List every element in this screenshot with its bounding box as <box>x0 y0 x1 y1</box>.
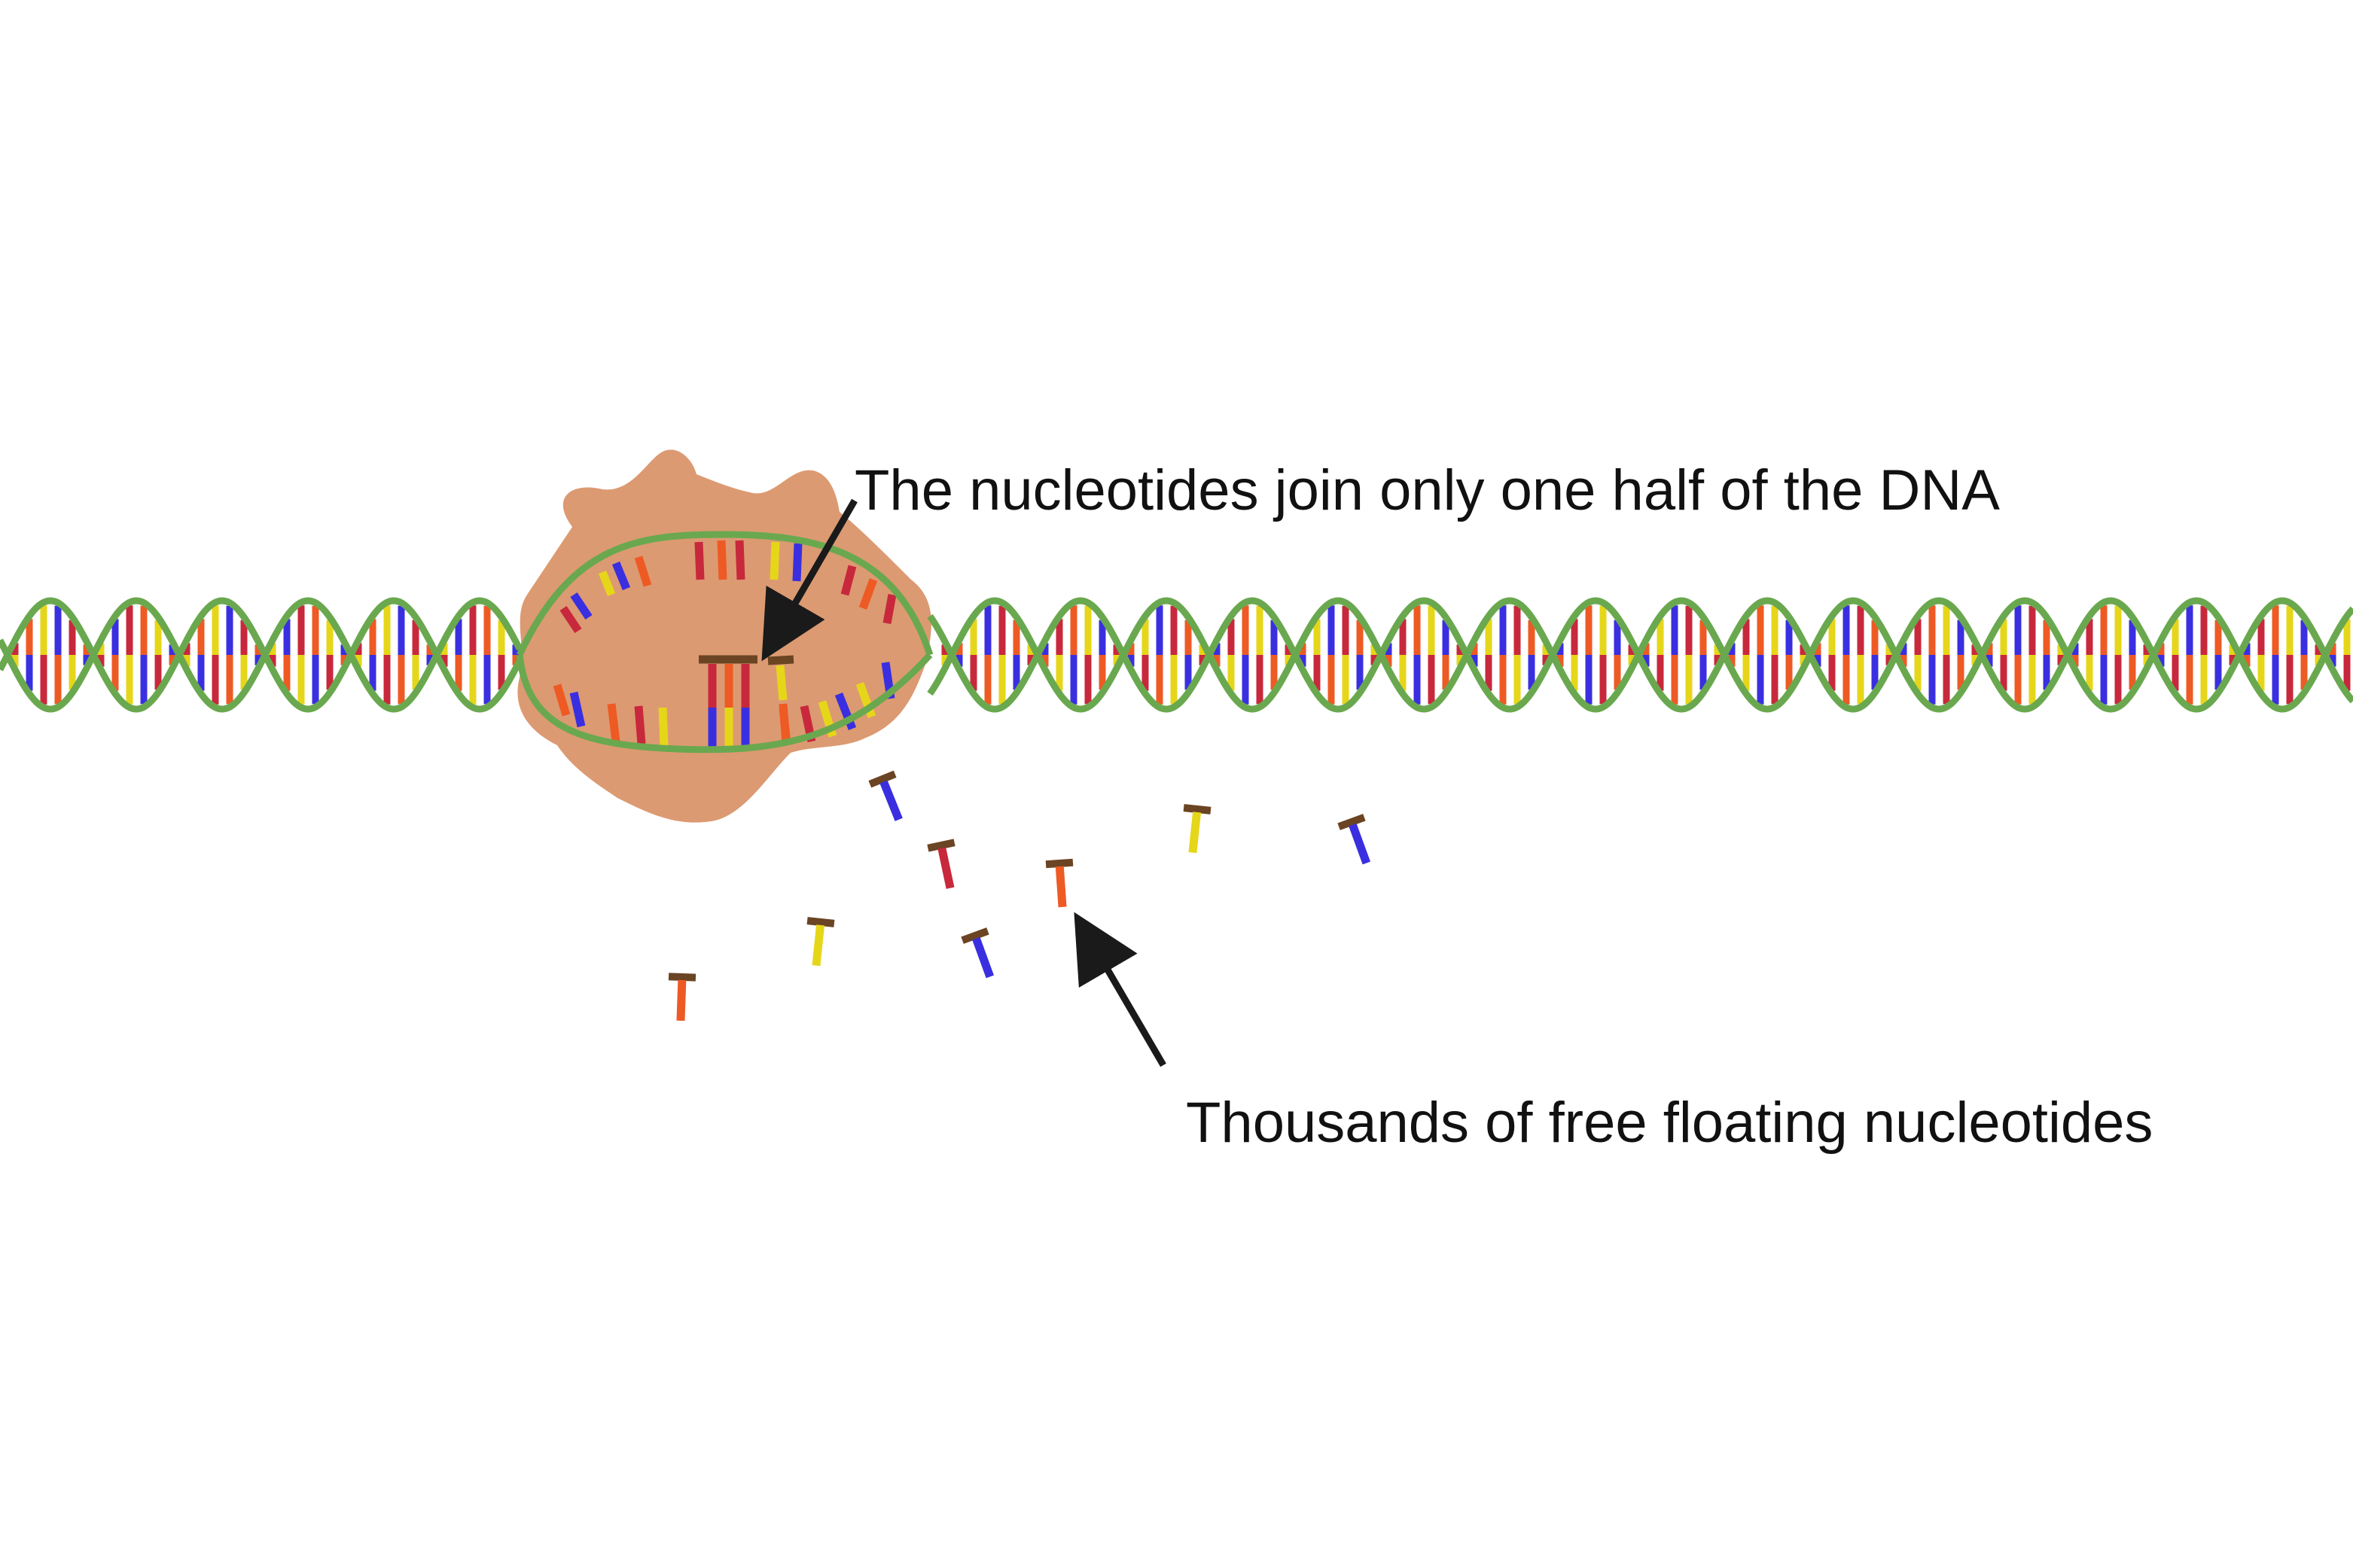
base-fragment <box>717 540 727 580</box>
backbone-strand <box>927 597 2353 713</box>
free-nucleotide-icon <box>1183 804 1212 854</box>
bubble-base-fragments <box>553 540 897 747</box>
base-fragment <box>882 594 897 624</box>
nucleotide-base <box>972 936 995 979</box>
nucleotide-sugar-cap <box>927 839 956 852</box>
nucleotide-sugar-cap <box>1045 858 1074 869</box>
free-nucleotide-icon <box>868 770 903 821</box>
free-nucleotide-icon <box>1337 814 1371 865</box>
complementary-base <box>779 703 791 744</box>
free-nucleotide-icon <box>927 839 956 889</box>
free-nucleotides <box>668 770 1371 1021</box>
base-fragment <box>607 703 620 742</box>
bottom-label: Thousands of free floating nucleotides <box>1186 1091 2153 1155</box>
base-fragment <box>694 541 705 580</box>
nucleotide-base <box>879 780 903 821</box>
nucleotide-base <box>676 979 687 1021</box>
base-fragment <box>634 556 652 587</box>
nucleotide-sugar-cap <box>1183 804 1212 814</box>
arrow-to-join-icon <box>761 498 858 662</box>
nucleotide-sugar-cap <box>868 770 897 788</box>
base-fragment <box>658 707 669 746</box>
base-fragment <box>611 561 631 591</box>
free-nucleotide-icon <box>806 917 835 967</box>
nucleotide-sugar-cap <box>806 917 835 927</box>
base-fragment <box>858 578 878 610</box>
nucleotide-base <box>1188 811 1202 854</box>
bubble-lower-strand <box>516 652 933 754</box>
backbone-strand <box>927 597 2353 713</box>
nucleotide-sugar-cap <box>767 655 794 665</box>
bubble-upper-strand <box>516 531 934 656</box>
arrow-to-free-nucleotide-icon <box>1074 912 1166 1067</box>
incoming-nucleotide-base <box>776 665 788 701</box>
base-fragment <box>834 692 857 731</box>
nucleotide-base <box>1349 823 1371 865</box>
backbone-strand <box>0 597 523 713</box>
base-fragment <box>598 570 616 597</box>
base-fragment <box>770 541 780 580</box>
free-nucleotide-icon <box>961 927 995 979</box>
base-fragment <box>559 605 582 634</box>
nucleotide-base <box>1055 866 1067 908</box>
base-fragment <box>553 684 571 717</box>
base-fragment <box>570 592 593 620</box>
nucleotide-sugar-cap <box>668 973 696 982</box>
base-pairs <box>11 605 2351 705</box>
free-nucleotide-icon <box>1045 858 1074 908</box>
base-fragment <box>840 565 857 596</box>
base-fragment <box>569 691 586 728</box>
nucleotide-base <box>812 924 825 967</box>
nucleotide-base <box>937 847 955 889</box>
base-fragment <box>634 705 646 744</box>
nucleotide-sugar-cap <box>961 927 989 944</box>
backbone-strand <box>0 597 523 713</box>
dna-backbone <box>0 531 2353 754</box>
free-nucleotide-icon <box>668 973 696 1021</box>
base-fragment <box>735 540 745 580</box>
nucleotide-sugar-cap <box>1337 814 1366 830</box>
base-fragment <box>792 543 803 582</box>
top-label: The nucleotides join only one half of th… <box>855 458 2000 522</box>
